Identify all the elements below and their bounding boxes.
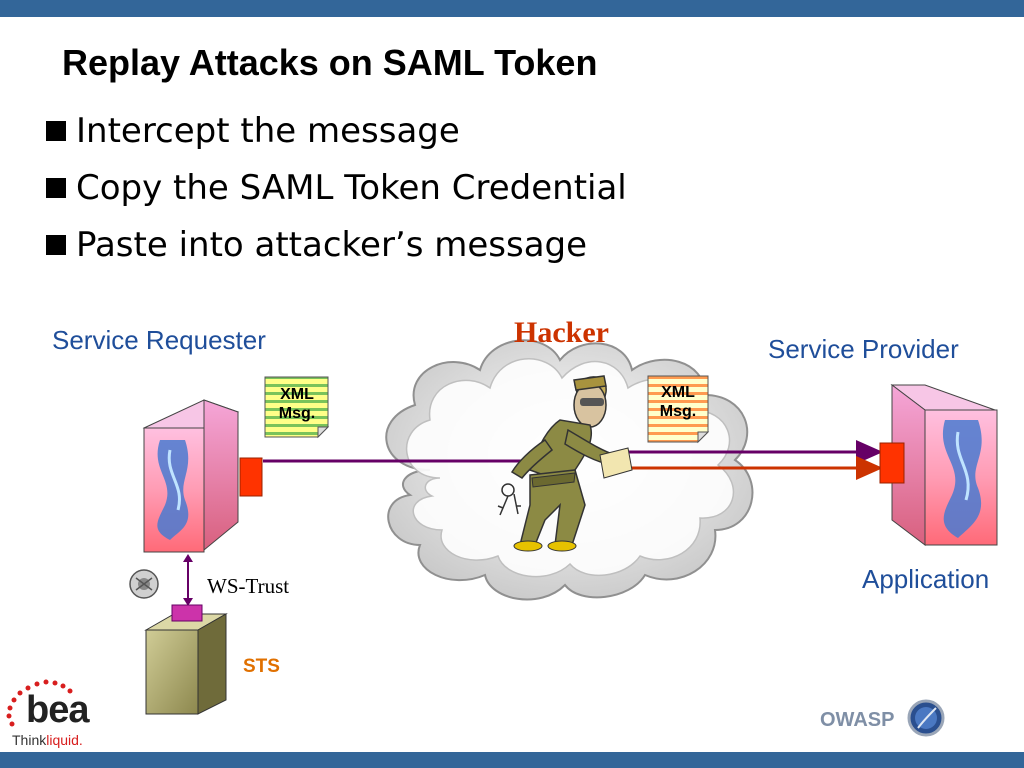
square-bullet-icon [46, 120, 66, 141]
xml-msg-right-line2: Msg. [659, 403, 697, 420]
xml-message-document-right [647, 375, 710, 444]
service-requester-server [142, 399, 263, 553]
application-label: Application [862, 564, 990, 594]
square-bullet-icon [46, 234, 66, 255]
xml-msg-right-line1: XML [661, 384, 695, 401]
xml-msg-left-label: XML Msg. [266, 385, 328, 423]
xml-msg-right-label: XML Msg. [648, 383, 708, 421]
bea-logo-text: bea [26, 689, 89, 731]
sts-label: STS [243, 656, 280, 677]
hacker-figure [497, 375, 633, 552]
bea-tagline-liquid: liquid. [46, 732, 83, 748]
bullet-item: Intercept the message [46, 102, 627, 159]
service-provider-server [879, 383, 998, 547]
owasp-globe-icon [907, 699, 945, 737]
provider-port [879, 442, 905, 484]
square-bullet-icon [46, 177, 66, 198]
bea-tagline-think: Think [12, 732, 47, 748]
hacker-label: Hacker [514, 316, 609, 349]
sts-port [171, 604, 203, 622]
sts-server [144, 604, 228, 715]
ws-trust-gear-icon [129, 569, 159, 599]
bullet-item: Paste into attacker’s message [46, 216, 627, 273]
ws-trust-label: WS-Trust [207, 574, 290, 598]
xml-msg-left-line2: Msg. [278, 405, 316, 422]
bea-logo-icon [6, 679, 73, 727]
owasp-label: OWASP [820, 709, 895, 731]
bea-tagline: Thinkliquid. [12, 732, 83, 748]
slide-title: Replay Attacks on SAML Token [62, 42, 598, 83]
bullet-list: Intercept the message Copy the SAML Toke… [46, 102, 627, 273]
bullet-item: Copy the SAML Token Credential [46, 159, 627, 216]
xml-msg-left-line1: XML [280, 386, 314, 403]
bullet-text: Paste into attacker’s message [76, 224, 588, 265]
bullet-text: Copy the SAML Token Credential [76, 167, 627, 208]
service-requester-label: Service Requester [52, 325, 266, 355]
service-provider-label: Service Provider [768, 334, 959, 364]
footer-bar [0, 752, 1024, 768]
bullet-text: Intercept the message [76, 110, 460, 151]
header-bar [0, 0, 1024, 17]
requester-port [239, 457, 263, 497]
xml-message-document-left [264, 376, 330, 439]
